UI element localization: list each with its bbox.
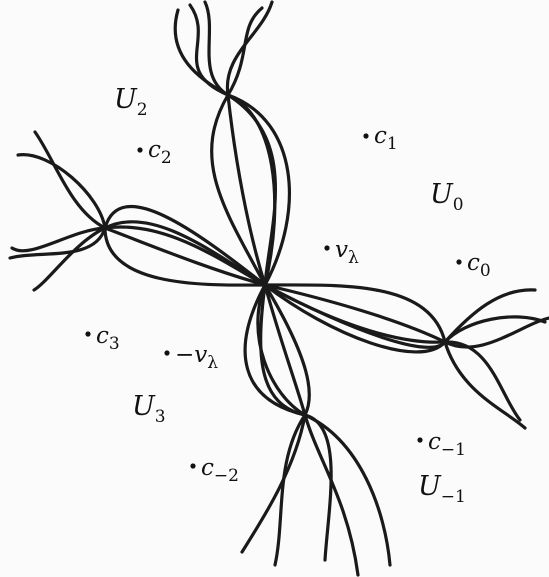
curve-strand [8, 205, 267, 287]
curve-strand [256, 283, 392, 567]
curve-strand [32, 220, 267, 292]
curve-strand [263, 283, 527, 430]
point-dot-c-2 [190, 463, 196, 469]
point-dot-minus-v-lambda [164, 350, 170, 356]
point-label-c0: c0 [467, 250, 491, 281]
point-dot-c0 [456, 259, 462, 265]
point-dot-v-lambda [324, 245, 330, 251]
curve-bundle [8, 0, 549, 577]
point-label-v-lambda: vλ [335, 237, 359, 268]
point-label-c3: c3 [96, 323, 120, 354]
curve-strand [188, 3, 277, 287]
curve-strand [203, 0, 277, 287]
point-dot-c1 [363, 133, 369, 139]
region-label-u2: U2 [114, 84, 148, 120]
point-label-c-2: c−2 [201, 455, 239, 486]
point-label-c2: c2 [148, 137, 172, 168]
curve-strand [16, 153, 267, 287]
point-label-c1: c1 [374, 123, 398, 154]
curve-strand [259, 283, 307, 567]
curve-strand [210, 6, 267, 287]
curve-strand [10, 225, 267, 287]
curve-strand [263, 283, 522, 422]
curve-strand [225, 0, 274, 287]
region-label-u0: U0 [430, 179, 464, 215]
point-label-minus-v-lambda: −vλ [175, 342, 218, 373]
region-label-u-1: U−1 [418, 471, 466, 507]
point-dot-c2 [137, 147, 143, 153]
point-label-c-1: c−1 [428, 429, 466, 460]
point-dot-c-1 [417, 437, 423, 443]
point-dot-c3 [85, 331, 91, 337]
region-label-u3: U3 [132, 391, 166, 427]
